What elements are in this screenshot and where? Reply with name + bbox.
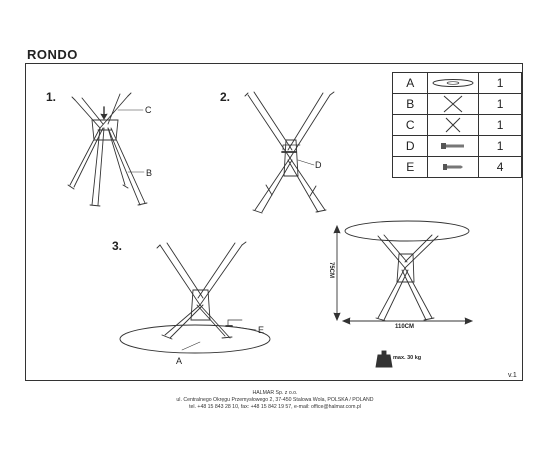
product-title: RONDO xyxy=(27,47,78,62)
table-row: D 1 xyxy=(391,135,522,157)
dimensioned-table-illustration xyxy=(333,220,474,325)
callout-d: D xyxy=(315,160,322,170)
step-number-2: 2. xyxy=(220,90,231,104)
part-qty: 4 xyxy=(478,156,522,178)
footer-contact: tel. +48 15 843 28 10, fax: +48 15 842 1… xyxy=(189,404,361,410)
step-2-illustration xyxy=(244,91,335,214)
step-number-3: 3. xyxy=(112,239,123,253)
version-label: v.1 xyxy=(508,372,517,379)
table-row: A 1 xyxy=(391,72,522,94)
callout-b: B xyxy=(146,168,153,178)
part-letter: E xyxy=(391,156,429,178)
height-dimension: 75CM xyxy=(328,262,334,279)
callout-c: C xyxy=(145,105,152,115)
table-row: B 1 xyxy=(391,93,522,115)
table-row: E 4 xyxy=(391,156,522,178)
instruction-frame xyxy=(25,63,523,381)
callout-a: A xyxy=(176,356,183,366)
step-1-illustration xyxy=(67,92,148,207)
footer-address: ul. Centralnego Okręgu Przemysłowego 2, … xyxy=(176,397,374,403)
parts-table: A 1 B 1 C 1 D xyxy=(391,72,522,178)
max-weight-label: max. 30 kg xyxy=(393,355,422,361)
width-dimension: 110CM xyxy=(395,324,415,330)
weight-icon xyxy=(375,350,393,368)
callout-e: E xyxy=(258,325,265,335)
footer-company: HALMAR Sp. z o.o. xyxy=(252,390,298,396)
footer: HALMAR Sp. z o.o. ul. Centralnego Okręgu… xyxy=(0,390,550,411)
step-number-1: 1. xyxy=(46,90,57,104)
step-3-illustration xyxy=(119,241,271,354)
